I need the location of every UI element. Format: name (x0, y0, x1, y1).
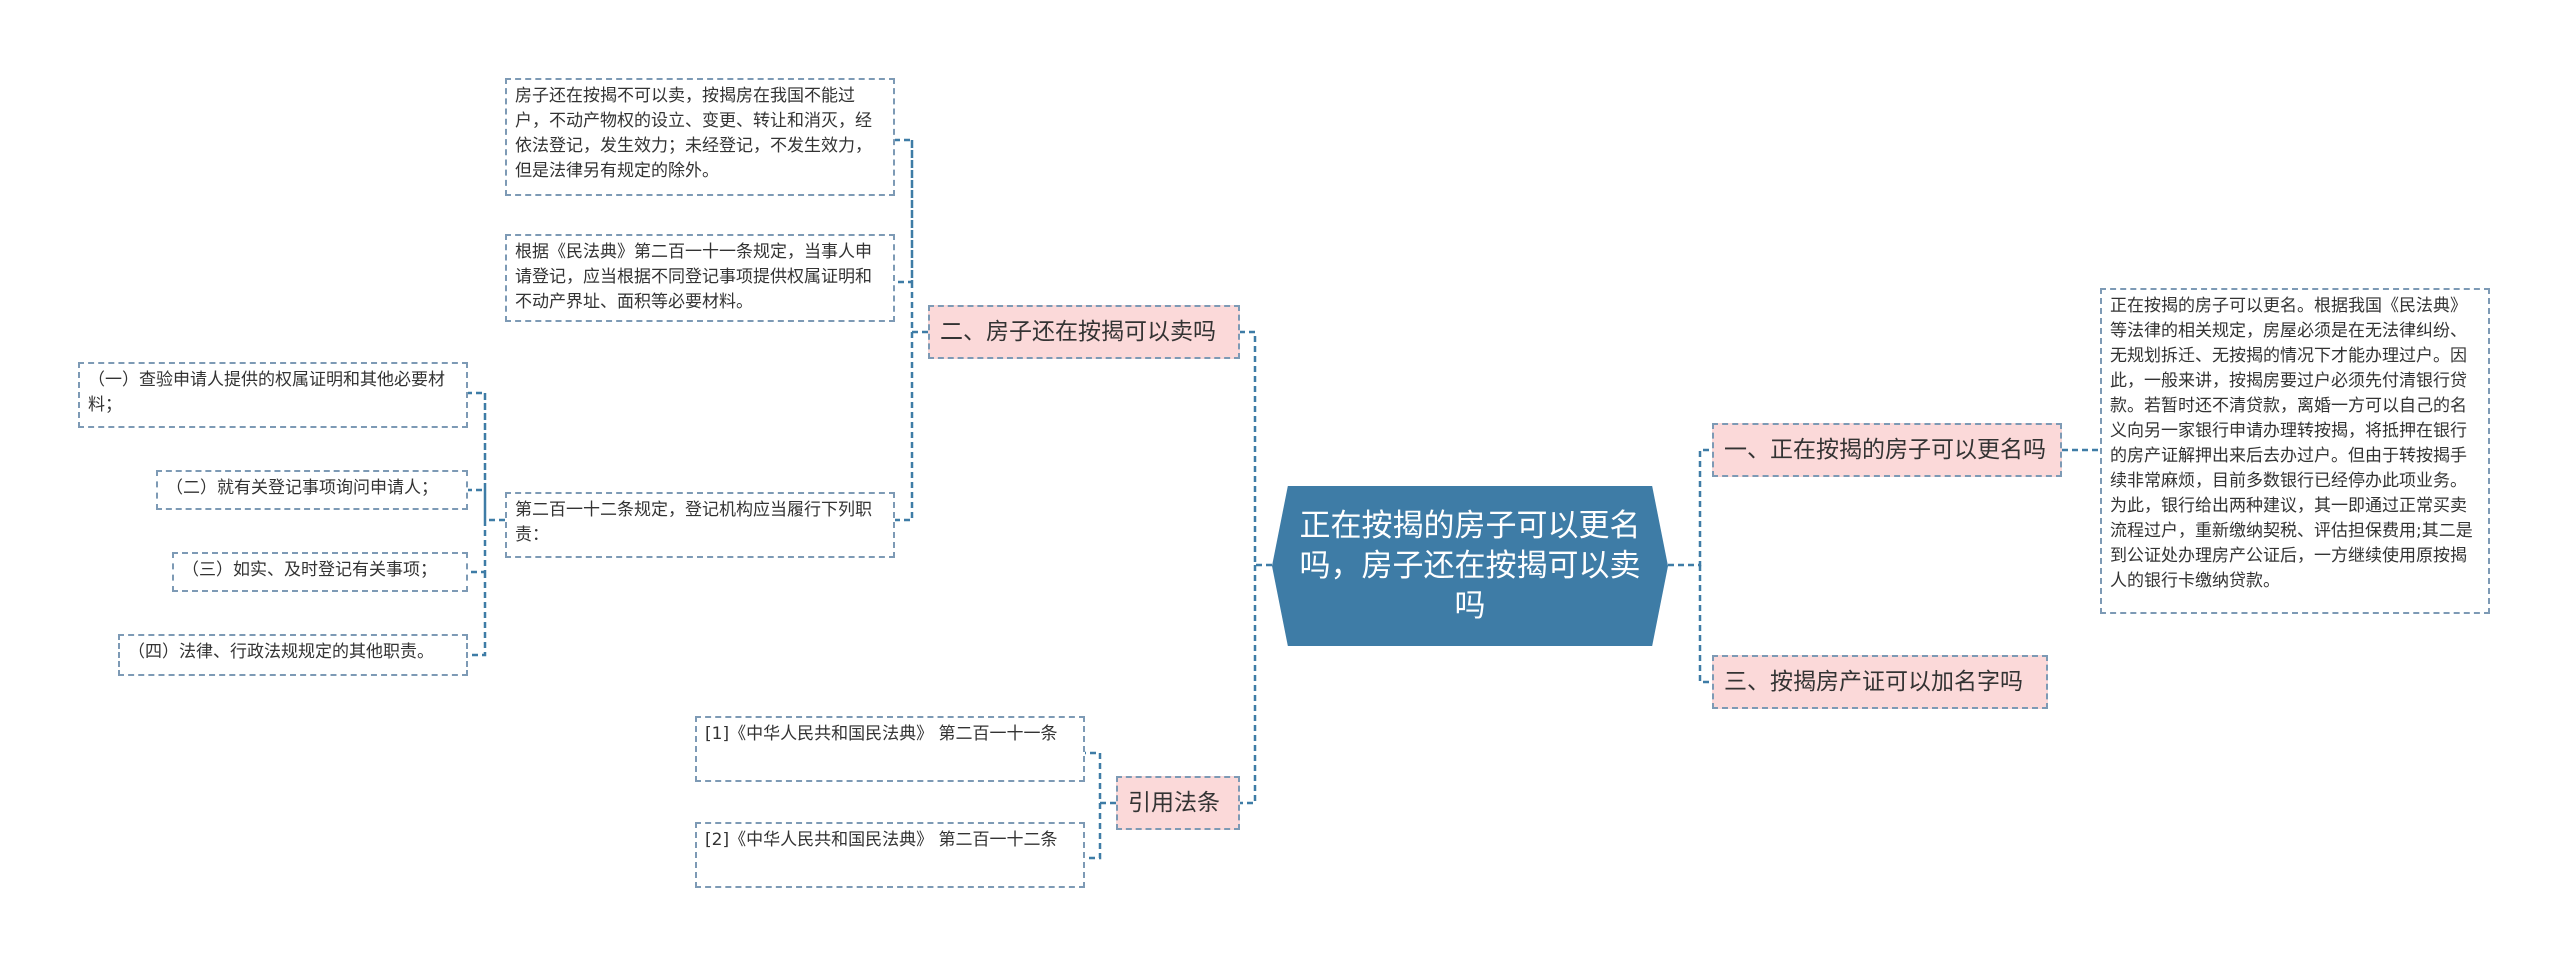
leaf-sell-explanation[interactable]: 房子还在按揭不可以卖，按揭房在我国不能过户，不动产物权的设立、变更、转让和消灭，… (505, 78, 895, 196)
branch-label: 三、按揭房产证可以加名字吗 (1724, 669, 2023, 695)
branch-cited-law[interactable]: 引用法条 (1116, 776, 1240, 830)
branch-label: 一、正在按揭的房子可以更名吗 (1724, 437, 2046, 463)
leaf-duty-3[interactable]: （三）如实、及时登记有关事项； (172, 552, 468, 592)
leaf-civil-code-211[interactable]: 根据《民法典》第二百一十一条规定，当事人申请登记，应当根据不同登记事项提供权属证… (505, 234, 895, 322)
leaf-duty-2[interactable]: （二）就有关登记事项询问申请人； (156, 470, 468, 510)
leaf-text: （二）就有关登记事项询问申请人； (166, 478, 438, 498)
leaf-text: 房子还在按揭不可以卖，按揭房在我国不能过户，不动产物权的设立、变更、转让和消灭，… (515, 86, 872, 181)
link-root-b4 (1240, 565, 1257, 805)
root-topic-label: 正在按揭的房子可以更名吗，房子还在按揭可以卖吗 (1299, 508, 1641, 624)
link-l3-subs (468, 391, 505, 657)
link-b4-leaves (1085, 751, 1116, 860)
root-topic[interactable]: 正在按揭的房子可以更名吗，房子还在按揭可以卖吗 (1272, 486, 1668, 646)
leaf-text: [1]《中华人民共和国民法典》 第二百一十一条 (705, 724, 1058, 744)
link-b2-leaves (895, 138, 928, 522)
leaf-text: 根据《民法典》第二百一十一条规定，当事人申请登记，应当根据不同登记事项提供权属证… (515, 242, 872, 312)
leaf-text: （三）如实、及时登记有关事项； (182, 560, 437, 580)
leaf-text: 正在按揭的房子可以更名。根据我国《民法典》等法律的相关规定，房屋必须是在无法律纠… (2110, 296, 2473, 591)
branch-label: 二、房子还在按揭可以卖吗 (940, 319, 1216, 345)
leaf-text: （一）查验申请人提供的权属证明和其他必要材料； (88, 370, 445, 415)
link-root-b1 (1668, 448, 1712, 567)
leaf-text: [2]《中华人民共和国民法典》 第二百一十二条 (705, 830, 1058, 850)
leaf-citation-2[interactable]: [2]《中华人民共和国民法典》 第二百一十二条 (695, 822, 1085, 888)
leaf-citation-1[interactable]: [1]《中华人民共和国民法典》 第二百一十一条 (695, 716, 1085, 782)
leaf-duty-4[interactable]: （四）法律、行政法规规定的其他职责。 (118, 634, 468, 676)
link-root-b2 (1240, 330, 1272, 567)
leaf-text: 第二百一十二条规定，登记机构应当履行下列职责： (515, 500, 872, 545)
leaf-duty-1[interactable]: （一）查验申请人提供的权属证明和其他必要材料； (78, 362, 468, 428)
branch-rename-mortgage[interactable]: 一、正在按揭的房子可以更名吗 (1712, 423, 2062, 477)
branch-label: 引用法条 (1128, 790, 1220, 816)
leaf-civil-code-212[interactable]: 第二百一十二条规定，登记机构应当履行下列职责： (505, 492, 895, 558)
branch-sell-mortgage[interactable]: 二、房子还在按揭可以卖吗 (928, 305, 1240, 359)
leaf-rename-detail[interactable]: 正在按揭的房子可以更名。根据我国《民法典》等法律的相关规定，房屋必须是在无法律纠… (2100, 288, 2490, 614)
leaf-text: （四）法律、行政法规规定的其他职责。 (128, 642, 434, 662)
link-root-b3 (1698, 565, 1712, 684)
branch-add-name[interactable]: 三、按揭房产证可以加名字吗 (1712, 655, 2048, 709)
